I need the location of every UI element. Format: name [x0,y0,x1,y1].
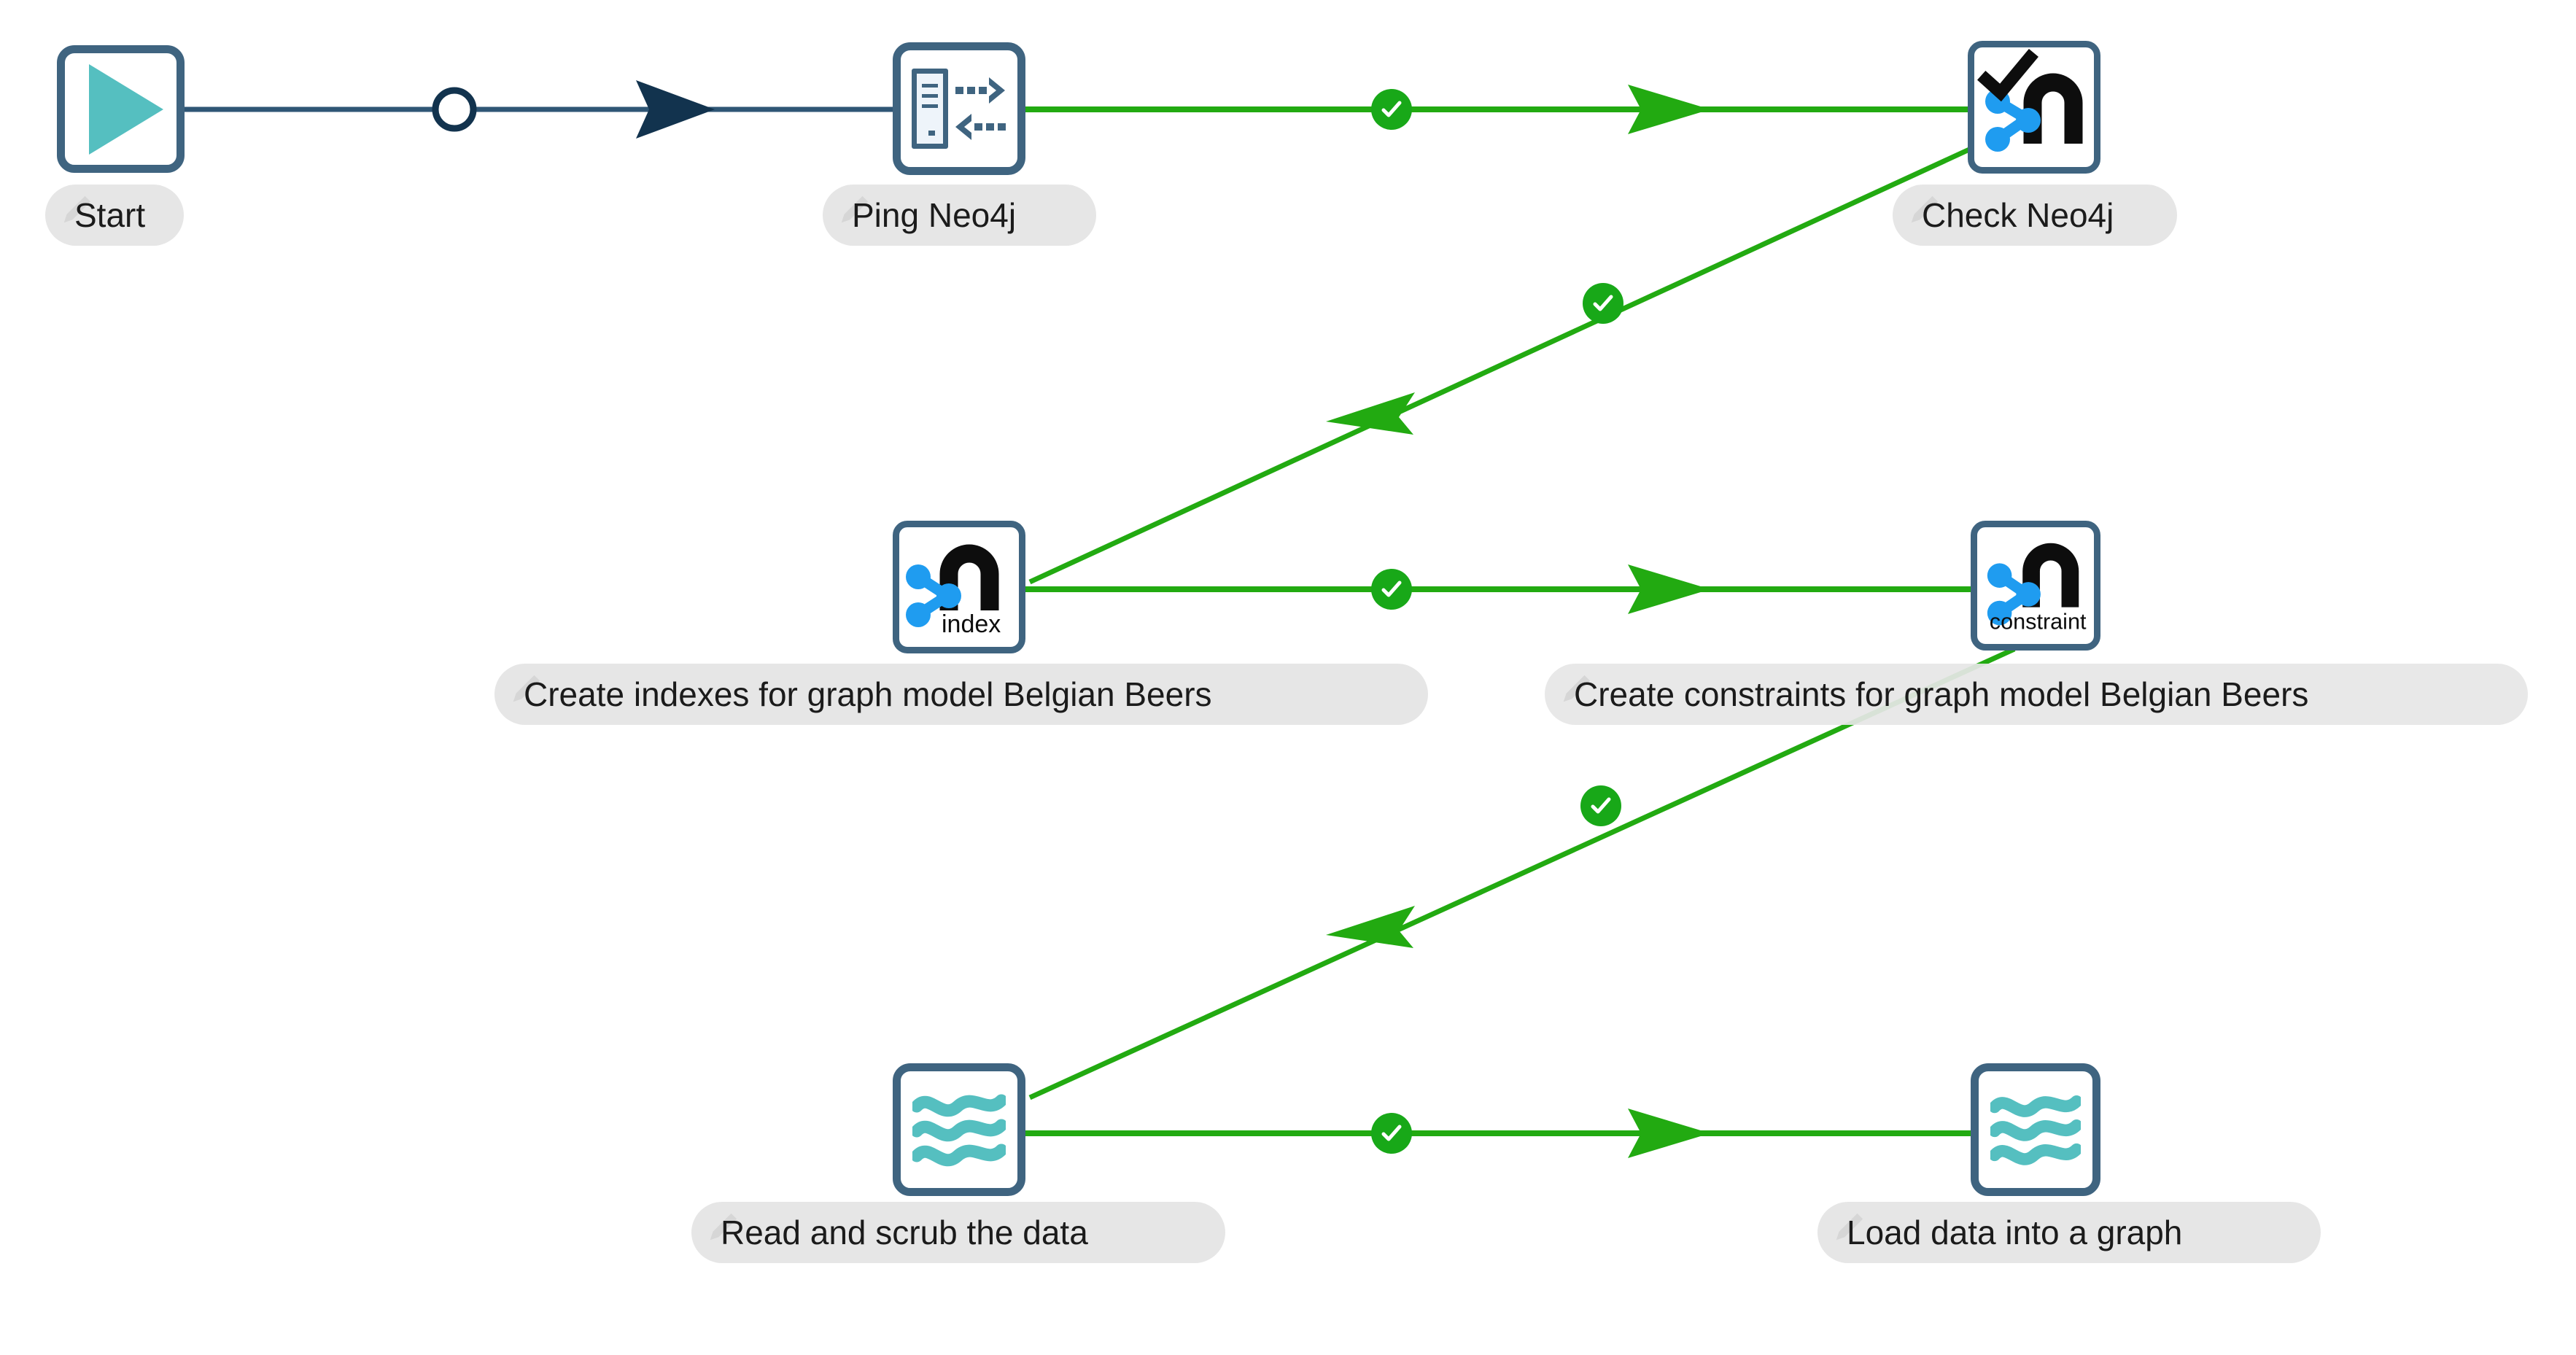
waves-icon [912,1094,1006,1167]
arrow-right-dotted-icon [955,77,1005,104]
label-text: Create indexes for graph model Belgian B… [524,675,1212,713]
node-load-graph[interactable] [1971,1063,2100,1196]
neo4j-constraint-icon: constraint [1987,543,2087,634]
node-create-indexes[interactable]: index [893,521,1025,653]
label-text: Read and scrub the data [721,1214,1088,1251]
edge-constraints-read-arrowhead [1326,906,1415,948]
node-create-constraints[interactable]: constraint [1971,521,2100,651]
node-start[interactable] [57,45,185,173]
waves-icon [1990,1095,2081,1165]
check-icon [1381,101,1402,117]
label-text: Create constraints for graph model Belgi… [1574,675,2309,713]
edge-indexes-constraints-arrowhead [1628,564,1710,614]
edge-ping-to-check [1025,85,1968,134]
edge-start-circle-marker [432,87,477,132]
neo4j-check-icon [1976,49,2083,152]
label-pill-start[interactable]: Start [45,185,184,246]
label-pill-create-indexes[interactable]: Create indexes for graph model Belgian B… [494,664,1428,725]
server-glyph [912,69,948,149]
hop-badge-indexes-to-constraints[interactable] [1371,569,1412,610]
node-read-scrub[interactable] [893,1063,1025,1196]
label-pill-load-graph[interactable]: Load data into a graph [1817,1202,2321,1263]
hop-badge-check-to-indexes[interactable] [1583,283,1623,324]
check-icon [1593,295,1613,311]
label-text: Ping Neo4j [852,196,1017,234]
label-pill-read-scrub[interactable]: Read and scrub the data [691,1202,1225,1263]
hop-badge-ping-to-check[interactable] [1371,89,1412,130]
check-icon [1591,797,1611,814]
edge-check-indexes-arrowhead [1326,392,1415,435]
node-ping-neo4j[interactable] [893,42,1025,175]
label-pill-ping-neo4j[interactable]: Ping Neo4j [823,185,1096,246]
check-badge-icon [1976,49,2038,102]
edge-start-to-ping [185,80,893,139]
edge-indexes-to-constraints [1025,564,1971,614]
label-pill-check-neo4j[interactable]: Check Neo4j [1893,185,2177,246]
ping-arrows-glyph [954,76,1006,141]
edge-read-load-arrowhead [1628,1109,1710,1158]
neo4j-index-icon: index [906,544,1001,638]
node-check-neo4j[interactable] [1968,41,2100,174]
edge-check-to-indexes [1028,147,1971,585]
label-text: Start [74,196,146,234]
index-badge-text: index [942,610,1001,638]
edge-start-arrowhead [636,80,715,139]
hop-badge-read-to-load[interactable] [1371,1113,1412,1154]
constraint-badge-text: constraint [1990,609,2087,634]
label-text: Load data into a graph [1847,1214,2183,1251]
hop-badge-constraints-to-read[interactable] [1580,785,1621,826]
check-icon [1381,1125,1402,1141]
edge-read-to-load [1025,1109,1971,1158]
ping-server-icon [912,69,1006,149]
edge-ping-check-arrowhead [1628,85,1710,134]
play-icon [88,63,163,155]
label-pill-create-constraints[interactable]: Create constraints for graph model Belgi… [1545,664,2528,725]
arrow-left-dotted-icon [955,114,1006,140]
check-icon [1381,581,1402,597]
label-text: Check Neo4j [1922,196,2114,234]
